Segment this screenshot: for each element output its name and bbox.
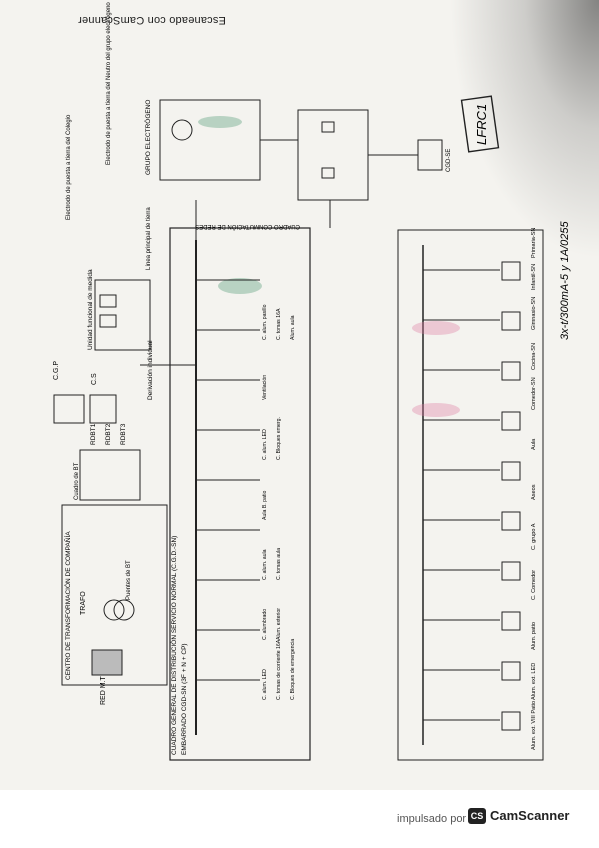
meter-1 <box>99 294 117 308</box>
label-embarrado: EMBARRADO CGD-SN (3F + N + CP) <box>181 643 188 755</box>
label-electrodo-colegio: Electrodo de puesta a tierra del Colegio <box>66 114 72 220</box>
highlight-pink-2 <box>412 403 460 417</box>
electrical-schematic: RED M.T TRAFO CENTRO DE TRANSFORMACIÓN D… <box>53 2 571 761</box>
label-rdbt1: RDBT1 <box>90 423 97 445</box>
label-red-mt: RED M.T <box>100 676 107 706</box>
cuadro-bt-frame <box>79 449 141 501</box>
subboard-label: Comedor-SN <box>531 377 537 410</box>
unidad-frame <box>94 279 151 351</box>
scan-shadow <box>449 0 599 260</box>
feeder-label: C. Bloques emerg. <box>276 417 282 460</box>
ctc-frame <box>61 504 168 686</box>
sub-panel-frame <box>397 229 544 761</box>
trafo-coil-2 <box>113 599 135 621</box>
cgd-se-box <box>417 139 443 171</box>
grupo-frame <box>159 99 261 181</box>
label-cgp: C.G.P <box>53 361 60 380</box>
feeder-label: C. alum. aula <box>262 549 268 580</box>
subboard-label: Alum. patio <box>531 622 537 650</box>
feeder-label: C. Bloques de emergencia <box>290 639 296 700</box>
feeder-branches <box>196 269 500 721</box>
feeder-label: C. tomas de corriente 16A <box>276 639 282 700</box>
meter-2 <box>99 314 117 328</box>
highlight-green-2 <box>218 278 262 294</box>
label-grupo: GRUPO ELECTRÓGENO <box>143 100 152 175</box>
label-ctc-title: CENTRO DE TRANSFORMACIÓN DE COMPAÑÍA <box>63 531 72 680</box>
feeder-label: C. alum. LED <box>262 429 268 460</box>
red-mt-block <box>91 649 123 676</box>
label-cs: C.S <box>91 373 98 385</box>
subboard-label: C. Comedor <box>531 570 537 600</box>
cuadro-general-frame <box>169 227 311 761</box>
highlight-green-1 <box>198 116 242 128</box>
subboard-labels: Alum. ext. VIII Patio Alum. ext. LED Alu… <box>531 228 537 750</box>
subboard-boxes <box>501 261 521 731</box>
subboard-label: Primaria-SN <box>531 228 537 258</box>
feeder-label: C. tomas 16A <box>276 308 282 340</box>
km2-box <box>321 167 335 179</box>
label-electrodo-grupo: Electrodo de puesta a tierra del Neutro … <box>106 2 112 165</box>
subboard-label: Aula <box>531 438 537 450</box>
feeder-label: Alum. exterior <box>276 608 282 640</box>
subboard-label: Aseos <box>531 484 537 500</box>
label-puentes: Puentes de BT <box>126 560 132 600</box>
label-cgd-se: CGD-SE <box>446 149 452 172</box>
subboard-label: C. grupo A <box>531 523 537 550</box>
label-cuadro-general: CUADRO GENERAL DE DISTRIBUCIÓN SERVICIO … <box>169 536 178 755</box>
trafo-coil-1 <box>103 599 125 621</box>
subboard-label: Alum. ext. LED <box>531 663 537 700</box>
subboard-label: Alum. ext. VIII Patio <box>531 701 537 750</box>
label-linea-tierra: Línea principal de tierra <box>146 207 152 270</box>
feeder-label: Aula B. patio <box>262 490 268 520</box>
feeder-labels: C. alum. LED C. tomas de corriente 16A C… <box>262 304 296 700</box>
highlight-pink-1 <box>412 321 460 335</box>
feeder-label: Alum. aula <box>290 315 296 340</box>
lfrc1-hand-box <box>460 95 500 153</box>
subboard-label: Cocina-SN <box>531 343 537 370</box>
feeder-label: C. alumbrado <box>262 609 268 640</box>
conmutacion-frame <box>297 109 369 201</box>
label-conmutacion: CUADRO CONMUTACIÓN DE REDES <box>195 223 300 230</box>
generator-symbol <box>171 119 193 141</box>
cs-box <box>89 394 117 424</box>
label-trafo: TRAFO <box>80 591 87 615</box>
trunk-lines <box>140 139 418 366</box>
feeder-label: C. tomas aula <box>276 548 282 580</box>
camscanner-logo-icon: CS <box>468 808 486 824</box>
label-rdbt2: RDBT2 <box>105 423 112 445</box>
label-cuadro-bt: Cuadro de BT <box>74 462 80 500</box>
label-unidad: Unidad funcional de medida <box>87 269 94 350</box>
cgp-box <box>53 394 85 424</box>
subboard-label: Gimnasio-SN <box>531 297 537 330</box>
handwritten-lfrc1: LFRC1 <box>474 104 489 145</box>
label-rdbt3: RDBT3 <box>120 423 127 445</box>
label-derivacion: Derivación individual <box>147 340 154 400</box>
handwritten-note: 3x-t/300mA-5 y 1A/0255 <box>559 220 571 340</box>
footer-brand: CamScanner <box>490 808 570 823</box>
footer-by: impulsado por <box>397 813 467 825</box>
camscanner-footer: impulsado por CS CamScanner <box>0 790 599 848</box>
feeder-label: C. alum. LED <box>262 669 268 700</box>
subboard-label: Infantil-SN <box>531 264 537 290</box>
km1-box <box>321 121 335 133</box>
feeder-label: Ventilación <box>262 375 268 400</box>
feeder-label: C. alum. pasillo <box>262 304 268 340</box>
